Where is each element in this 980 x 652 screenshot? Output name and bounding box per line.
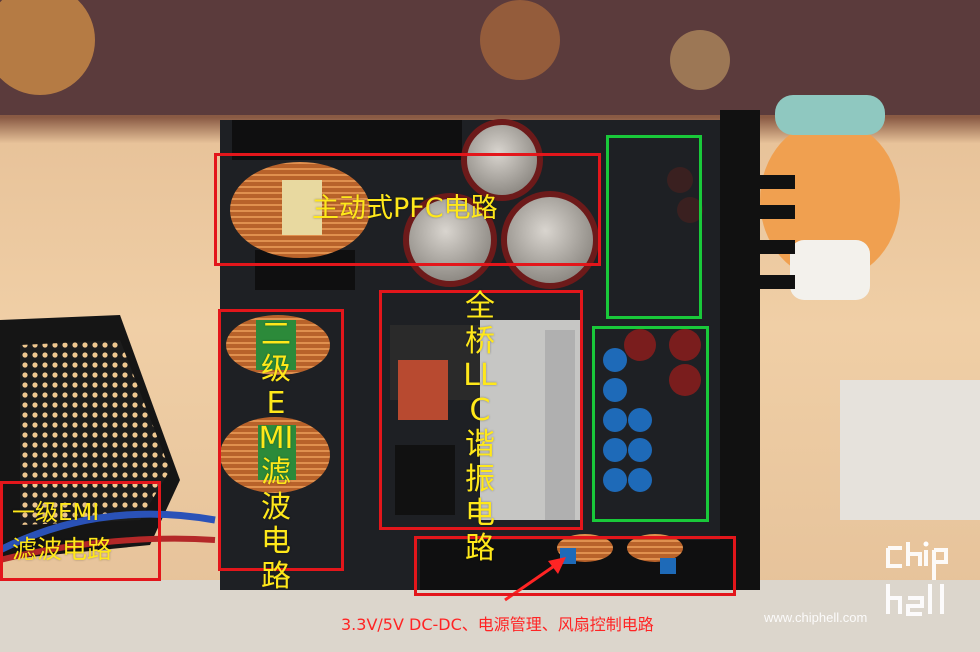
dcdc-note: 3.3V/5V DC-DC、电源管理、风扇控制电路 [341,615,654,634]
5vsb-region-box [606,135,702,319]
chiphell-logo [886,541,948,616]
watermark-url: www.chiphell.com [764,610,868,625]
emi1-label-line2: 滤波电路 [12,535,113,564]
pfc-label: 主动式PFC电路 [312,193,498,224]
emi1-region-box [0,481,161,581]
emi2-region-box [218,309,344,571]
12v-region-box [592,326,709,522]
output-capacitor-array [603,329,701,492]
bulk-capacitor [464,122,540,198]
dcdc-region-box [414,536,736,596]
llc-label: 全桥LLC谐振电路 [463,289,497,566]
emi2-label: 二级EMI滤波电路 [258,317,294,594]
emi1-label-line1: 一级EMI [12,500,100,526]
llc-region-box [379,290,583,530]
pfc-region-box [214,153,601,266]
